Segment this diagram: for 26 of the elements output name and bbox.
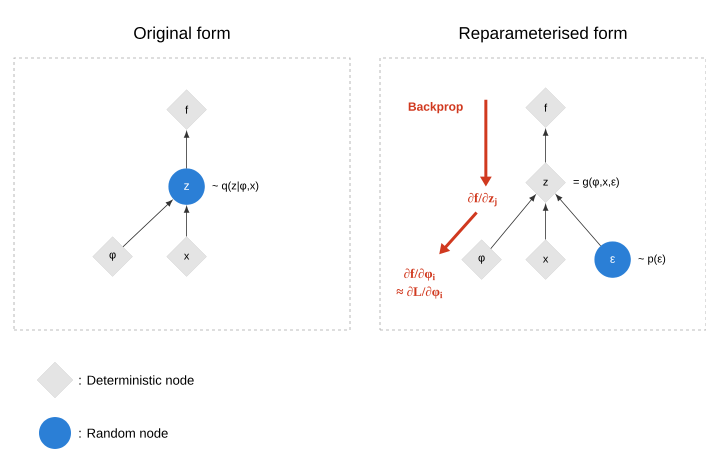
distribution-label: = g(φ,x,ε) xyxy=(574,177,619,188)
deterministic-node: f xyxy=(526,87,566,128)
deterministic-node: φ xyxy=(462,240,502,280)
deterministic-node: x xyxy=(166,236,207,277)
distribution-label: ~ p(ε) xyxy=(638,254,666,265)
arrow xyxy=(184,206,190,237)
arrow xyxy=(184,131,190,169)
random-node: ε xyxy=(594,241,631,278)
arrow xyxy=(122,200,173,248)
deterministic-node: z xyxy=(526,162,566,203)
deterministic-node: φ xyxy=(92,236,133,277)
legend-text: : Deterministic node xyxy=(79,375,194,385)
panel-title: Reparameterised form xyxy=(460,26,626,42)
legend-text: : Random node xyxy=(79,428,168,438)
arrow xyxy=(542,129,548,163)
gradient-label: ∂f/∂z$_{j}$ xyxy=(468,192,497,206)
arrow xyxy=(556,194,602,246)
panel-title: Original form xyxy=(134,26,230,42)
random-node: z xyxy=(168,168,205,205)
gradient-label: ∂f/∂φ$_{i}$ ≈ ∂L/∂φ$_{i}$ xyxy=(396,268,442,299)
deterministic-node: x xyxy=(526,240,566,280)
arrow xyxy=(542,204,548,240)
arrow xyxy=(490,194,536,249)
backprop-label: Backprop xyxy=(408,102,463,114)
deterministic-node: f xyxy=(166,89,207,130)
distribution-label: ~ q(z|φ,x) xyxy=(212,181,258,192)
